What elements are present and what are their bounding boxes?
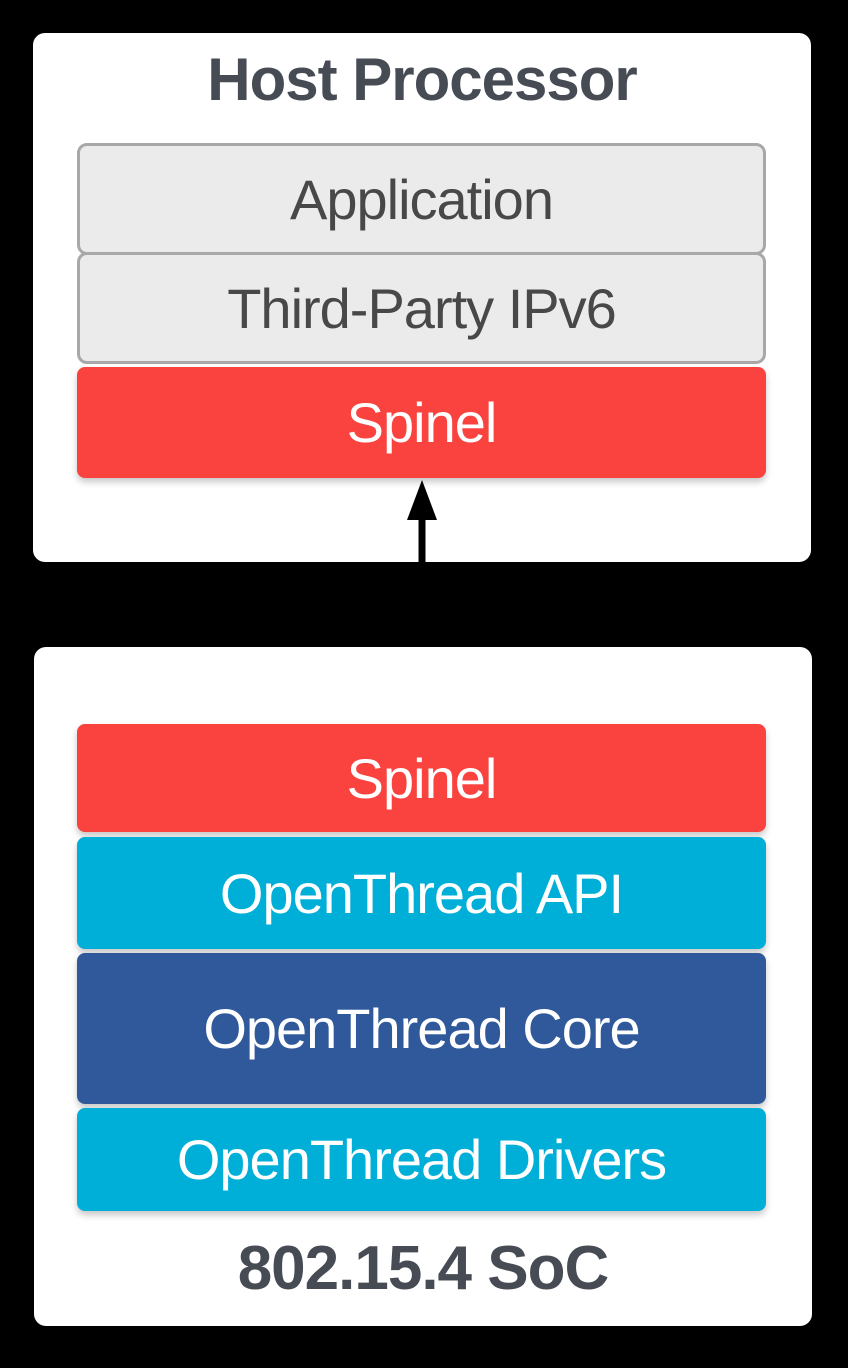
openthread-api-layer-label: OpenThread API	[219, 861, 624, 925]
application-layer-label: Application	[290, 167, 554, 231]
host-spinel-layer: Spinel	[77, 367, 766, 478]
openthread-api-layer: OpenThread API	[77, 837, 766, 949]
soc-card: Spinel OpenThread API OpenThread Core Op…	[34, 647, 812, 1326]
host-processor-title: Host Processor	[207, 46, 638, 113]
openthread-drivers-layer: OpenThread Drivers	[77, 1108, 766, 1211]
openthread-core-layer: OpenThread Core	[77, 953, 766, 1104]
soc-layer-stack: Spinel OpenThread API OpenThread Core Op…	[77, 724, 766, 1211]
openthread-core-layer-label: OpenThread Core	[203, 997, 640, 1060]
host-processor-card: Host Processor Application Third-Party I…	[33, 33, 811, 562]
host-layer-stack: Application Third-Party IPv6 Spinel	[77, 143, 766, 478]
third-party-ipv6-layer-label: Third-Party IPv6	[227, 276, 617, 340]
openthread-drivers-layer-label: OpenThread Drivers	[176, 1128, 667, 1191]
soc-spinel-layer-label: Spinel	[346, 746, 498, 810]
soc-caption: 802.15.4 SoC	[237, 1234, 610, 1303]
third-party-ipv6-layer: Third-Party IPv6	[77, 252, 766, 364]
host-spinel-layer-label: Spinel	[346, 391, 498, 454]
soc-spinel-layer: Spinel	[77, 724, 766, 832]
application-layer: Application	[77, 143, 766, 255]
